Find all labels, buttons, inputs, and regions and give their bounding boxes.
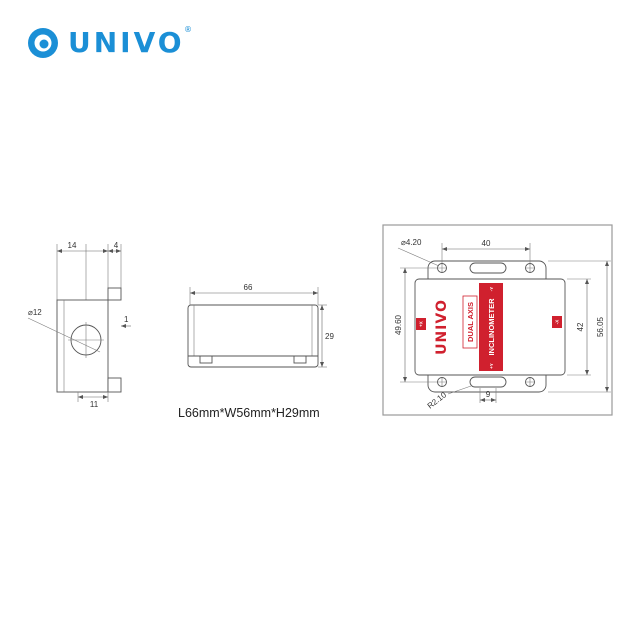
top-view-drawing: DUAL AXIS INCLINOMETER UNIVO +X -X -Y +Y… xyxy=(382,224,613,416)
radius-leader-line xyxy=(447,385,472,395)
brand-name: UNIVO xyxy=(68,26,185,59)
bottom-mounting-ear xyxy=(107,377,122,393)
y-axis-tag-top-text: -Y xyxy=(489,287,494,292)
x-axis-tag-left-text: +X xyxy=(419,321,424,327)
mounting-hole xyxy=(525,377,535,387)
length-dimension-label: 66 xyxy=(244,283,253,292)
device-dual-axis-text: DUAL AXIS xyxy=(466,302,475,342)
foot-left xyxy=(199,355,213,364)
width-dimension-label: 14 xyxy=(68,241,77,250)
hole-spacing-dimension-label: 40 xyxy=(482,239,491,248)
hole-center-marks xyxy=(438,264,534,386)
hole-diameter-label: ⌀4.20 xyxy=(401,238,422,247)
mounting-hole xyxy=(437,263,447,273)
device-brand-text: UNIVO xyxy=(434,299,450,355)
lip-dimension-label: 1 xyxy=(124,315,129,324)
device-inclinometer-text: INCLINOMETER xyxy=(487,298,496,356)
slot-width-dimension-label: 9 xyxy=(486,390,491,399)
device-label-stripe xyxy=(479,283,503,371)
mounting-holes xyxy=(437,263,535,387)
x-axis-tag-right xyxy=(552,316,562,328)
registered-mark: ® xyxy=(184,25,192,34)
front-view-drawing: 66 29 L66mm*W56mm*H29mm xyxy=(178,283,334,420)
univo-circle-logo-icon xyxy=(28,28,58,58)
x-axis-tag-right-text: -X xyxy=(555,320,560,325)
hole-leader-line xyxy=(397,247,440,267)
side-view-drawing: 14 4 ⌀12 1 11 xyxy=(27,241,131,409)
foot-right xyxy=(293,355,307,364)
bottom-mounting-slot xyxy=(469,376,507,388)
brand-logo: UNIVO xyxy=(28,28,185,58)
x-axis-tag-left xyxy=(416,318,426,330)
body-height-dimension-label: 42 xyxy=(576,322,585,331)
dual-axis-label-box xyxy=(462,295,478,349)
hole-diameter-label: ⌀12 xyxy=(28,308,42,317)
slot-radius-label: R2.10 xyxy=(426,390,449,411)
top-mounting-ear xyxy=(107,287,122,301)
hole-leader-line xyxy=(27,317,101,353)
housing-side-body xyxy=(56,299,109,393)
top-mounting-slot xyxy=(469,262,507,274)
top-view-frame xyxy=(382,224,613,416)
overall-height-dimension-label: 56.05 xyxy=(596,316,605,337)
mounting-hole xyxy=(437,377,447,387)
housing-front-body xyxy=(187,304,319,368)
base-dimension-label: 11 xyxy=(90,400,99,409)
height-dimension-label: 29 xyxy=(325,332,334,341)
flange-dimension-label: 4 xyxy=(114,241,119,250)
y-axis-tag-bottom-text: +Y xyxy=(489,363,494,369)
overall-size-caption: L66mm*W56mm*H29mm xyxy=(178,406,320,420)
hole-vertical-dimension-label: 49.60 xyxy=(394,314,403,335)
mounting-hole xyxy=(525,263,535,273)
